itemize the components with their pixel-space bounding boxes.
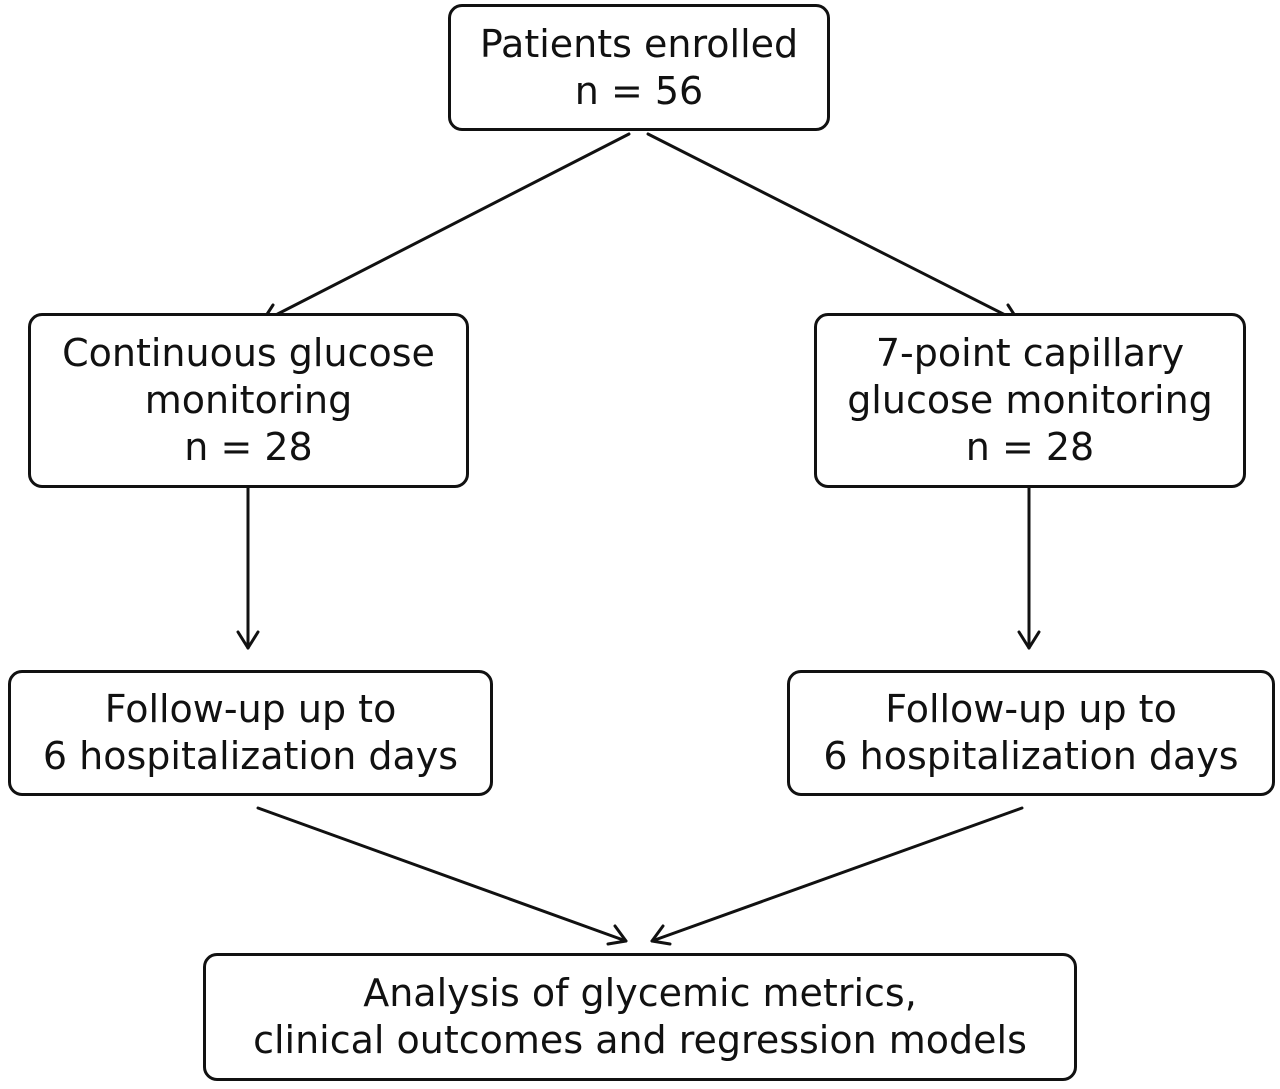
follow-up-right-box: Follow-up up to 6 hospitalization days	[787, 670, 1275, 796]
patients-enrolled-box: Patients enrolled n = 56	[448, 4, 830, 131]
node-label: 6 hospitalization days	[823, 734, 1239, 778]
analysis-box: Analysis of glycemic metrics, clinical o…	[203, 953, 1077, 1081]
node-label: Analysis of glycemic metrics,	[363, 971, 917, 1015]
arrow-followup-right-to-analysis	[650, 806, 1024, 946]
node-label: Patients enrolled	[479, 21, 799, 66]
arrow-enrolled-to-cgm	[260, 132, 631, 324]
node-label: monitoring	[144, 378, 353, 422]
node-label: Follow-up up to	[885, 687, 1177, 731]
continuous-glucose-monitoring-box: Continuous glucose monitoring n = 28	[28, 313, 469, 488]
node-label: Continuous glucose	[62, 331, 435, 375]
arrow-followup-left-to-analysis	[256, 806, 628, 946]
arrow-cgm-to-followup	[236, 480, 260, 650]
node-label: glucose monitoring	[847, 378, 1213, 422]
node-label: Follow-up up to	[104, 687, 397, 731]
follow-up-left-box: Follow-up up to 6 hospitalization days	[8, 670, 493, 796]
node-count: n = 56	[574, 68, 704, 113]
node-count: n = 28	[965, 425, 1095, 469]
capillary-glucose-monitoring-box: 7-point capillary glucose monitoring n =…	[814, 313, 1246, 488]
node-count: n = 28	[184, 425, 313, 469]
arrow-enrolled-to-capillary	[646, 132, 1021, 324]
node-label: 6 hospitalization days	[42, 734, 459, 778]
node-label: clinical outcomes and regression models	[253, 1018, 1027, 1062]
node-label: 7-point capillary	[875, 331, 1185, 375]
arrow-capillary-to-followup	[1017, 480, 1041, 650]
